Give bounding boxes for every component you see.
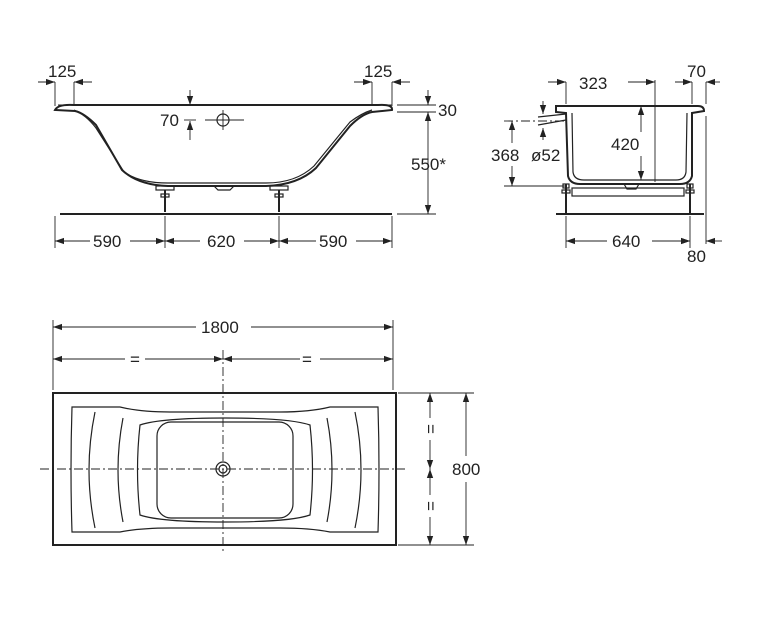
dim-half-right: = (302, 350, 312, 369)
side-view: 323 70 420 368 ø52 640 80 (491, 62, 722, 266)
plan-inner-outline (70, 406, 380, 533)
dim-length: 1800 (201, 318, 239, 337)
plan-basin-floor (156, 421, 294, 519)
dim-leg-left: 590 (93, 232, 121, 251)
dim-leg-span: 640 (612, 232, 640, 251)
dim-leg-middle: 620 (207, 232, 235, 251)
dim-rim-thickness: 30 (438, 101, 457, 120)
side-leg-left (561, 183, 571, 214)
dim-bottom-offset: 80 (687, 247, 706, 266)
side-tub-inner (571, 112, 688, 181)
side-tub-outline (555, 105, 706, 185)
front-tub-inner (73, 109, 373, 184)
dim-leg-right: 590 (319, 232, 347, 251)
plan-view: 1800 = = 800 = = (40, 318, 480, 552)
front-leg-right (269, 185, 289, 212)
front-leg-left (155, 185, 175, 212)
side-leg-frame (571, 187, 685, 197)
front-view: 125 125 70 30 550* 590 620 590 (38, 62, 457, 251)
front-tub-outline (53, 103, 394, 187)
side-overflow-pipe (537, 113, 567, 126)
dim-top-rim: 70 (687, 62, 706, 81)
plan-right-curve-1 (354, 411, 362, 529)
dim-top-offset: 323 (579, 74, 607, 93)
front-waste-outlet (213, 185, 235, 191)
dim-waste-diameter: ø52 (531, 146, 560, 165)
dim-rim-right: 125 (364, 62, 392, 81)
dim-half-top: = (421, 424, 440, 434)
side-leg-right (685, 183, 695, 214)
plan-left-curve-2 (117, 417, 124, 523)
dim-half-left: = (130, 350, 140, 369)
dim-overflow-height: 70 (160, 111, 179, 130)
plan-basin-outer (136, 417, 314, 523)
side-waste (623, 183, 640, 190)
dim-depth: 420 (611, 135, 639, 154)
dim-width: 800 (452, 460, 480, 479)
dim-rim-left: 125 (48, 62, 76, 81)
plan-right-curve-2 (326, 417, 333, 523)
dim-overflow-level: 368 (491, 146, 519, 165)
dim-height: 550* (411, 155, 446, 174)
dim-half-bottom: = (421, 501, 440, 511)
plan-left-curve-1 (88, 411, 96, 529)
